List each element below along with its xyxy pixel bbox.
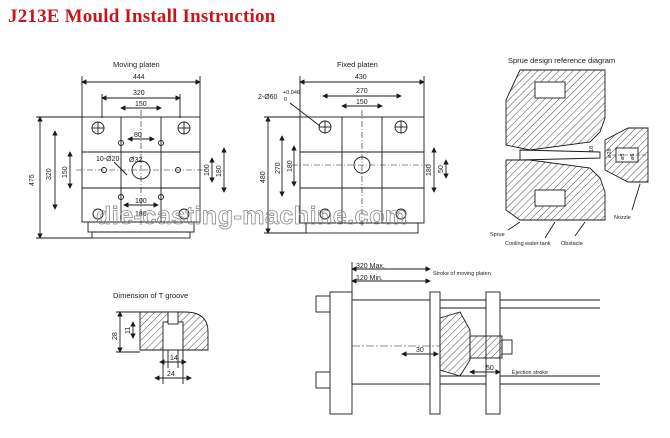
moving-dim-bore: Ø32 [129, 157, 142, 164]
sprue-dim-6: ø6 [630, 154, 636, 160]
moving-dim-center: 150 [135, 101, 147, 108]
moving-dim-bottom: 100 [135, 198, 147, 205]
t-groove-drawing: Dimension of T groove 28 11 14 24 [112, 291, 209, 384]
sprue-part-obstacle: Obstacle [561, 241, 583, 247]
fixed-dim-width: 430 [355, 74, 367, 81]
stroke-min: 120 Min. [356, 275, 383, 282]
moving-platen-label: Moving platen [113, 60, 160, 69]
sprue-dim-28: ø28 [607, 149, 613, 158]
moving-dim-inner: 320 [133, 90, 145, 97]
moving-dim-right-a: 100 [204, 164, 211, 176]
fixed-dim-center: 150 [356, 99, 368, 106]
moving-dim-inner-h: 320 [46, 168, 53, 180]
fixed-dim-tol-bot: 0 [284, 97, 287, 103]
sprue-part-cooling: Cooling water tank [505, 241, 551, 247]
stroke-dim-30: 30 [416, 347, 424, 354]
fixed-dim-center-h: 180 [287, 160, 294, 172]
moving-dim-height: 475 [29, 174, 36, 186]
sprue-diagram: Sprue design reference diagram 18 ø28 ø8… [490, 56, 649, 247]
stroke-moving-label: Stroke of moving platen [433, 271, 491, 277]
sprue-label: Sprue design reference diagram [508, 56, 615, 65]
fixed-dim-height: 480 [260, 171, 267, 183]
moving-dim-hole-span: 80 [134, 132, 142, 139]
moving-dim-width: 444 [133, 74, 145, 81]
t-groove-dim-14: 14 [170, 355, 178, 362]
fixed-dim-tol-top: +0.046 [283, 90, 300, 96]
stroke-dim-50: 50 [486, 365, 494, 372]
moving-dim-center-h: 150 [62, 166, 69, 178]
fixed-dim-inner: 270 [356, 88, 368, 95]
fixed-platen-drawing: Fixed platen 430 270 150 2-Ø60 +0.046 0 … [258, 60, 449, 234]
moving-dim-bottom2: 180 [135, 211, 147, 218]
t-groove-dim-28: 28 [112, 332, 119, 340]
fixed-dim-inner-h: 270 [275, 162, 282, 174]
stroke-diagram: 320 Max. 120 Min. Stroke of moving plate… [315, 262, 600, 415]
page-title: J213E Mould Install Instruction [8, 6, 276, 27]
moving-dim-holes: 10-Ø20 [96, 156, 119, 163]
fixed-dim-right-b: 50 [438, 165, 445, 173]
t-groove-label: Dimension of T groove [113, 291, 188, 300]
moving-dim-right-b: 180 [216, 165, 223, 177]
stroke-ejection-label: Ejection stroke [512, 370, 548, 376]
watermark: die-casting-machine.com [96, 202, 408, 230]
sprue-dim-18: 18 [589, 146, 595, 152]
fixed-platen-label: Fixed platen [337, 60, 378, 69]
fixed-dim-bore: 2-Ø60 [258, 94, 278, 101]
sprue-dim-8: ø8 [620, 154, 626, 160]
sprue-part-sprue: Sprue [490, 232, 505, 238]
stroke-max: 320 Max. [356, 263, 385, 270]
fixed-dim-right-a: 180 [426, 164, 433, 176]
t-groove-dim-11: 11 [125, 327, 132, 334]
sprue-part-nozzle: Nozzle [614, 215, 631, 221]
t-groove-dim-24: 24 [167, 371, 175, 378]
moving-platen-drawing: Moving platen 444 320 150 80 10-Ø20 [29, 60, 227, 239]
